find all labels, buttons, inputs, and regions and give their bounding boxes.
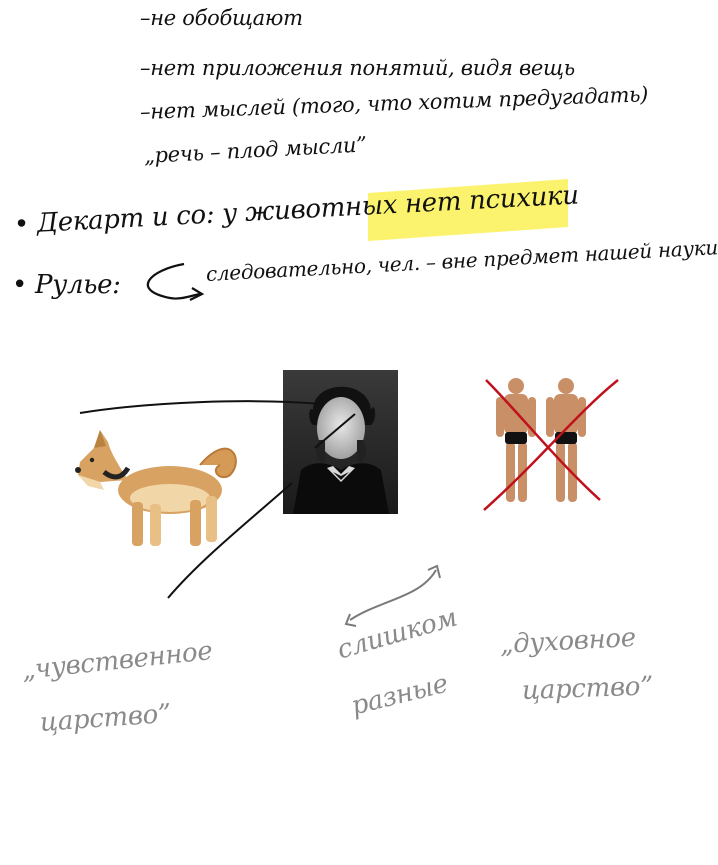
roulier-prefix: • Рулье: xyxy=(12,270,121,300)
note-line-2: –нет приложения понятий, видя вещь xyxy=(140,56,575,80)
portrait-photo xyxy=(283,370,398,514)
spiritual-kingdom-label-2: царство” xyxy=(521,671,654,706)
human-figures-anatomy xyxy=(478,372,628,517)
note-line-1: –не обобщают xyxy=(140,6,303,30)
dog-illustration xyxy=(75,430,237,546)
